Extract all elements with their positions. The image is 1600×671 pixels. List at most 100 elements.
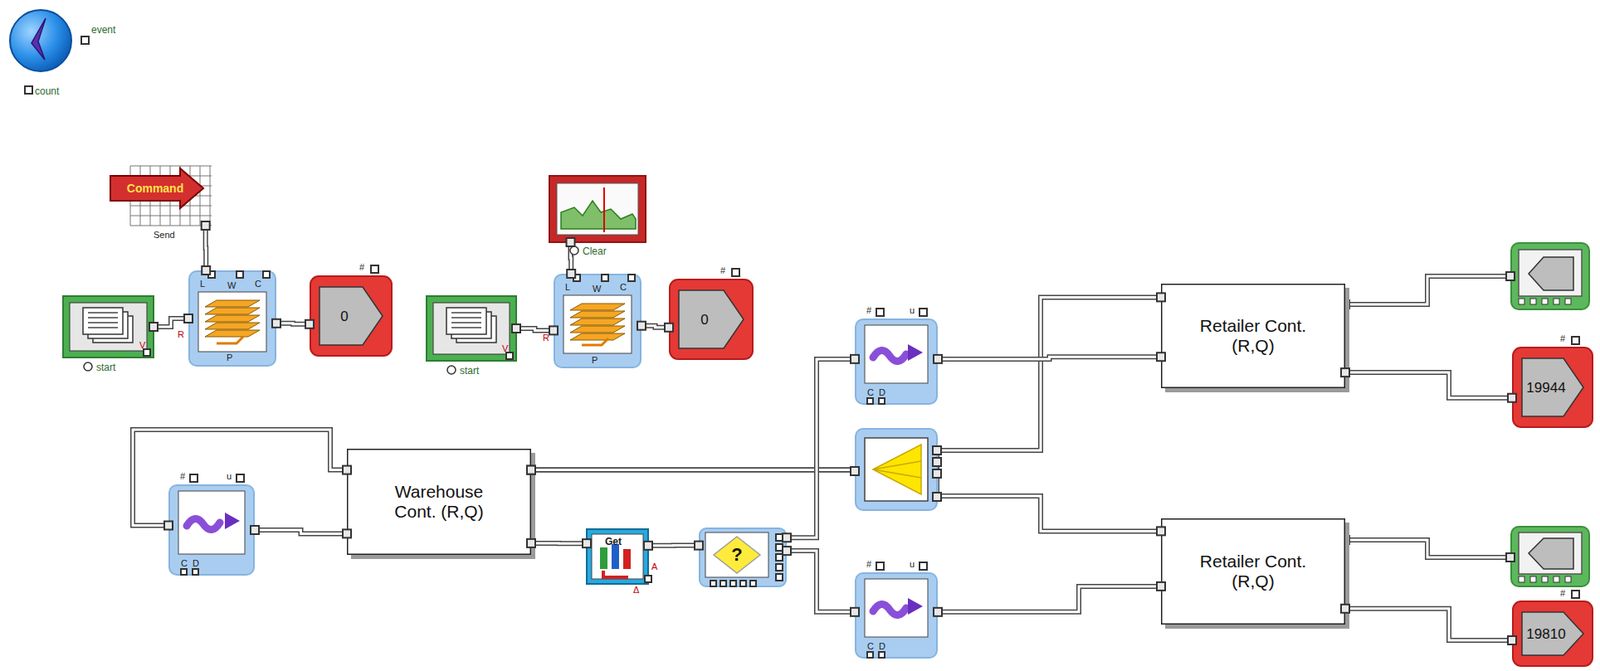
port-square: [933, 355, 942, 364]
exit-shape: [668, 278, 754, 361]
connector-outline: [1345, 372, 1513, 399]
port-square: [850, 608, 859, 617]
block-label: #: [180, 472, 186, 482]
block-label: C: [619, 282, 627, 293]
connector-core: [531, 470, 1161, 532]
port-square: [549, 326, 558, 335]
port-square: [582, 539, 591, 548]
block-label: L: [200, 279, 205, 289]
activity-block: #uCD: [854, 572, 938, 659]
activity-block: #uCD: [854, 318, 938, 405]
block-label: #: [720, 266, 726, 276]
block-label: ?: [731, 546, 742, 565]
block-label: Clear: [582, 246, 607, 257]
connector-core: [1345, 609, 1513, 641]
block-label: #: [359, 263, 365, 273]
clock-block: [9, 9, 89, 94]
plotter-block: Clear: [549, 175, 646, 243]
connector: [937, 586, 1161, 613]
connector-core: [1345, 372, 1513, 399]
port-square: [1506, 272, 1515, 281]
block-label: Command: [126, 182, 184, 195]
port-square: [566, 269, 576, 279]
command-block: CommandSend: [110, 165, 212, 226]
block-label: V: [139, 341, 146, 351]
connector: [786, 359, 855, 538]
block-label: C: [867, 642, 874, 652]
port-square: [201, 266, 210, 275]
block-label: #: [1560, 334, 1566, 344]
port-square: [250, 526, 259, 535]
count-value: 19944: [1526, 380, 1566, 396]
connector-outline: [786, 551, 855, 613]
block-label: u: [909, 306, 915, 316]
port-square: [664, 323, 674, 332]
connector-core: [786, 359, 855, 538]
get-block: GetAΔ: [586, 529, 649, 585]
connector-core: [648, 544, 699, 547]
connector-outline: [786, 359, 855, 538]
process-box: Warehouse Cont. (R,Q): [346, 448, 532, 556]
connector-outline: [937, 586, 1161, 613]
connector: [648, 545, 699, 547]
block-title: Retailer Cont. (R,Q): [1190, 551, 1316, 592]
exit-block: #19944: [1512, 346, 1594, 429]
port-square: [1156, 582, 1166, 591]
connector: [531, 542, 587, 544]
port-square: [637, 321, 646, 331]
block-label: Get: [604, 536, 622, 547]
connector-outline: [937, 356, 1161, 360]
block-label: #: [866, 306, 872, 316]
cmd-shape: [110, 165, 212, 226]
block-label: R: [177, 330, 185, 340]
connector-outline: [203, 225, 210, 271]
block-label: L: [565, 282, 571, 293]
port-square: [1507, 394, 1517, 403]
block-label: V: [502, 344, 508, 354]
connector: [1345, 609, 1513, 641]
connector-core: [786, 551, 855, 613]
block-label: R: [542, 333, 550, 343]
connector-outline: [531, 470, 1161, 532]
pin-label: count: [34, 86, 59, 97]
connector-outline: [641, 326, 669, 328]
port-square: [526, 539, 536, 548]
port-square: [342, 529, 352, 538]
decision-block: ?: [698, 527, 787, 588]
port-square: [782, 533, 791, 542]
block-label: u: [909, 560, 915, 570]
block-label: start: [96, 362, 116, 373]
activity-block: #uCD: [168, 484, 255, 576]
block-label: Send: [153, 230, 176, 240]
block-label: W: [227, 281, 236, 291]
queue-block: LWCRP: [188, 270, 277, 367]
block-label: C: [254, 279, 262, 289]
queue-block: LWCRP: [553, 273, 642, 369]
connector-core: [516, 328, 554, 331]
block-label: #: [866, 560, 872, 570]
exit-block: #19810: [1512, 600, 1594, 668]
generator-block: startV: [63, 296, 154, 358]
port-square: [566, 238, 576, 247]
connector: [531, 470, 1161, 532]
port-square: [933, 608, 942, 617]
plotter-block: [1511, 243, 1590, 310]
connector-core: [153, 318, 189, 327]
port-square: [782, 546, 791, 556]
count-value: 0: [700, 312, 708, 327]
block-label: A: [651, 562, 658, 572]
connector: [204, 225, 207, 271]
connector-outline: [648, 543, 699, 549]
connector-core: [937, 586, 1161, 613]
connector: [786, 551, 855, 613]
block-label: C: [867, 388, 874, 398]
port-square: [149, 322, 158, 332]
block-label: W: [592, 284, 601, 294]
generator-block: startV: [426, 296, 517, 361]
port-square: [1507, 636, 1517, 645]
port-square: [1156, 352, 1166, 361]
connector: [1345, 372, 1513, 399]
connector-core: [641, 326, 669, 328]
port-square: [1341, 368, 1350, 377]
splitter-block: [850, 429, 942, 511]
